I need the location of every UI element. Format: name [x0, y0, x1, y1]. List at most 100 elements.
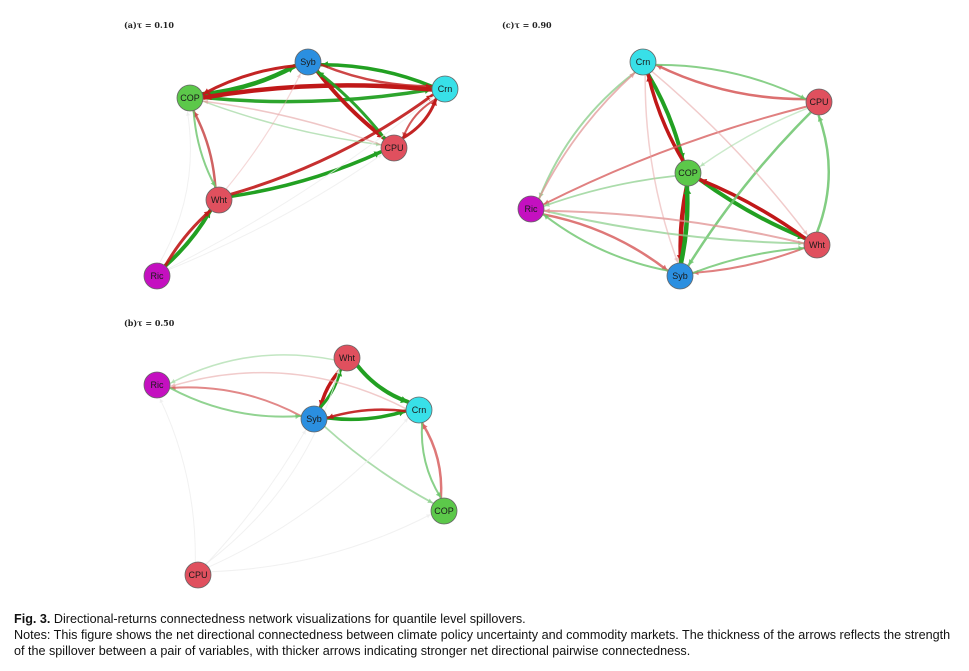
arrowhead-wht-to-cpu [373, 151, 381, 158]
node-cpu-label: CPU [384, 143, 403, 153]
arrowhead-syb-to-wht [798, 245, 804, 252]
node-wht-circle [333, 344, 361, 372]
arrowhead-crn-to-cop [435, 491, 441, 498]
edge-wht-to-cop [192, 110, 217, 189]
edge-syb-to-ric [169, 386, 303, 418]
arrowhead-ric-to-cpu [377, 154, 382, 159]
arrowhead-cpu-to-syb [317, 71, 325, 78]
node-syb-circle [294, 48, 322, 76]
edge-cpu-to-syb [687, 110, 813, 267]
edge-cpu-to-crn [655, 63, 808, 101]
node-cop: COP [430, 497, 458, 525]
edge-syb-to-ric [542, 213, 670, 272]
arrowhead-cpu-to-crn [403, 418, 408, 423]
node-cpu-circle [380, 134, 408, 162]
arrowhead-ric-to-crn [629, 73, 635, 79]
edge-wht-to-syb [692, 246, 806, 274]
node-cpu-circle [805, 88, 833, 116]
edge-cpu-to-syb [205, 429, 307, 566]
node-cop-label: COP [678, 168, 698, 178]
node-cpu: CPU [184, 561, 212, 589]
node-syb: Syb [666, 262, 694, 290]
arrowhead-wht-to-crn [400, 396, 408, 403]
figure-caption: Fig. 3. Directional-returns connectednes… [14, 611, 954, 659]
edge-wht-to-crn [229, 93, 434, 196]
node-crn-circle [405, 396, 433, 424]
arrowhead-cpu-to-crn [430, 99, 437, 106]
arrowhead-cpu-to-ric [159, 398, 164, 404]
node-wht-label: Wht [809, 240, 826, 250]
edge-wht-to-cpu [229, 150, 383, 199]
edge-ric-to-wht [542, 209, 805, 245]
edge-crn-to-cop [420, 421, 442, 499]
edge-crn-to-cpu [654, 63, 807, 100]
node-crn-circle [629, 48, 657, 76]
arrowhead-wht-to-cop [700, 179, 708, 186]
edge-ric-to-syb [541, 213, 669, 272]
node-crn-circle [431, 75, 459, 103]
node-cpu-label: CPU [809, 97, 828, 107]
edge-syb-to-crn [325, 409, 407, 422]
node-cpu-circle [184, 561, 212, 589]
edge-syb-to-wht [691, 247, 805, 275]
edge-cop-to-syb [200, 63, 297, 97]
node-syb-label: Syb [306, 414, 322, 424]
node-ric: Ric [143, 262, 171, 290]
arrowhead-cpu-to-cop [426, 514, 431, 519]
arrowhead-wht-to-cop [193, 111, 199, 118]
arrowhead-ric-to-wht [203, 210, 211, 217]
panel-c-edges [538, 63, 830, 276]
edge-crn-to-syb [644, 74, 679, 263]
node-ric: Ric [517, 195, 545, 223]
arrowhead-cpu-to-cop [700, 161, 706, 167]
arrowhead-ric-to-syb [295, 413, 301, 419]
node-ric-label: Ric [151, 271, 164, 281]
node-syb-label: Syb [672, 271, 688, 281]
edge-crn-to-cop [201, 83, 435, 100]
arrowhead-wht-to-ric [544, 208, 550, 214]
node-wht-circle [205, 186, 233, 214]
edge-cop-to-cpu [201, 100, 382, 146]
edge-crn-to-ric [538, 71, 637, 199]
edge-crn-to-ric [170, 371, 407, 410]
edge-cpu-to-cop [210, 514, 431, 573]
node-syb: Syb [300, 405, 328, 433]
node-cop-label: COP [180, 93, 200, 103]
node-wht: Wht [333, 344, 361, 372]
arrowhead-cpu-to-syb [688, 259, 694, 266]
panel-b-label: (b)τ = 0.50 [124, 318, 175, 328]
node-ric: Ric [143, 371, 171, 399]
node-wht-label: Wht [211, 195, 228, 205]
edge-cop-to-crn [421, 422, 443, 500]
arrowhead-ric-to-crn [428, 96, 434, 101]
node-syb: Syb [294, 48, 322, 76]
arrowhead-crn-to-wht [802, 229, 808, 235]
node-wht-circle [803, 231, 831, 259]
panel-c-label: (c)τ = 0.90 [502, 20, 552, 30]
node-crn-label: Crn [438, 84, 453, 94]
panel-b-edges [159, 354, 443, 573]
edge-ric-to-cpu [167, 154, 383, 271]
arrowhead-syb-to-crn [426, 83, 432, 90]
edge-cpu-to-cop [699, 107, 809, 168]
edge-syb-to-cop [678, 184, 690, 266]
arrowhead-crn-to-cop [204, 92, 212, 101]
node-crn: Crn [629, 48, 657, 76]
arrowhead-syb-to-ric [543, 214, 550, 220]
node-syb-circle [666, 262, 694, 290]
node-wht: Wht [205, 186, 233, 214]
edge-cpu-to-crn [207, 417, 409, 568]
arrowhead-cpu-to-syb [301, 430, 306, 435]
caption-notes: Notes: This figure shows the net directi… [14, 628, 951, 658]
node-cop: COP [176, 84, 204, 112]
node-crn-label: Crn [636, 57, 651, 67]
arrowhead-syb-to-cop [203, 88, 210, 94]
node-wht-label: Wht [339, 353, 356, 363]
edge-cop-to-crn [646, 73, 685, 163]
node-cpu-label: CPU [188, 570, 207, 580]
edge-crn-to-cop [645, 72, 685, 162]
